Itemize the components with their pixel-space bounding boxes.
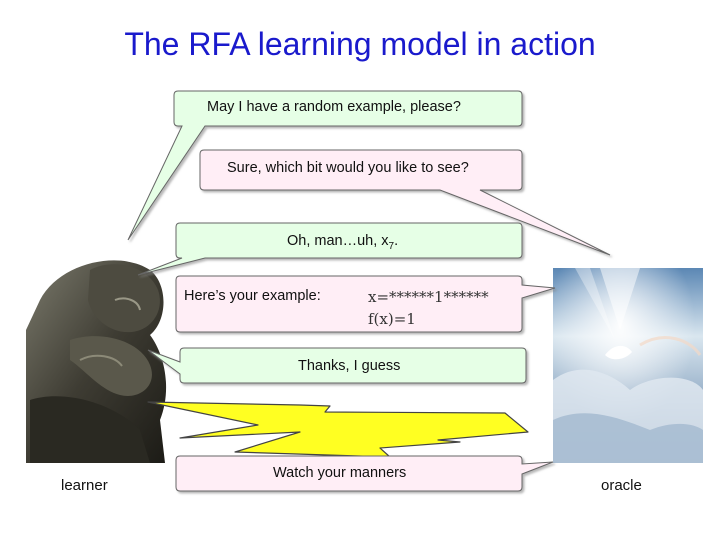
- oracle-reply-text: Sure, which bit would you like to see?: [227, 160, 469, 176]
- example-x-value: x=******1******: [368, 288, 489, 306]
- bubble-oracle-example: [175, 275, 556, 333]
- learner-choice-main: Oh, man…uh, x: [287, 233, 389, 249]
- bubble-learner-thanks: [147, 347, 527, 384]
- learner-choice-end: .: [394, 233, 399, 249]
- learner-choice-subscript: 7: [388, 240, 395, 252]
- learner-request-text: May I have a random example, please?: [207, 99, 461, 115]
- bubble-oracle-reply: [199, 149, 611, 256]
- slide-title: The RFA learning model in action: [124, 26, 596, 62]
- learner-statue: [26, 260, 176, 463]
- bubble-learner-choice: [137, 222, 523, 276]
- bubble-oracle-warning: [175, 455, 554, 492]
- oracle-painting: [553, 268, 703, 463]
- oracle-example-label: Here’s your example:: [184, 288, 321, 304]
- bubble-learner-request: [127, 90, 523, 241]
- learner-thanks-text: Thanks, I guess: [298, 358, 401, 374]
- oracle-caption: oracle: [601, 477, 642, 494]
- example-fx-value: f(x)=1: [368, 310, 416, 328]
- learner-choice-text: Oh, man…uh, x7.: [287, 233, 398, 252]
- lightning-bolt: [147, 401, 529, 458]
- learner-caption: learner: [61, 477, 108, 494]
- oracle-warning-text: Watch your manners: [273, 465, 407, 481]
